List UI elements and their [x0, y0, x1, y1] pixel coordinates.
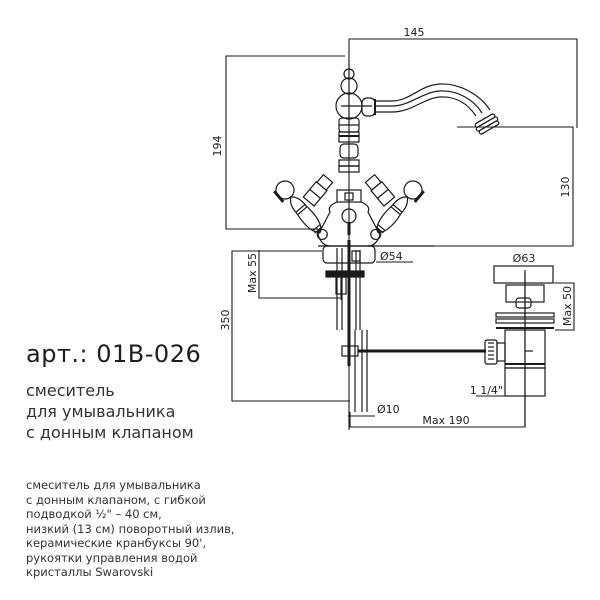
description-line: с донным клапаном, с гибкой [26, 492, 206, 507]
mounting-hardware [325, 240, 486, 412]
dim-max50-line [554, 282, 575, 331]
article-number: арт.: 01B-026 [26, 340, 202, 368]
dim-label-145: 145 [404, 26, 425, 39]
dim-label-d54: Ø54 [380, 250, 403, 263]
dim-label-max55: Max 55 [246, 253, 259, 293]
dim-label-194: 194 [211, 136, 224, 157]
description-line: рукоятки управления водой [26, 550, 198, 565]
description-line: керамические кранбуксы 90', [26, 536, 207, 550]
dim-145-line [348, 38, 578, 128]
dim-label-130: 130 [559, 177, 572, 198]
base-disc [318, 245, 434, 330]
right-handle [370, 180, 425, 241]
description-line: смеситель для умывальника [26, 478, 201, 492]
description-line: кристаллы Swarovski [26, 565, 154, 579]
product-subtitle: смеситель для умывальника с донным клапа… [26, 380, 194, 443]
description-line: подводкой ½" – 40 см, [26, 507, 162, 521]
drain-valve [484, 265, 555, 427]
dim-label-350: 350 [219, 310, 232, 331]
dim-label-max50: Max 50 [561, 286, 574, 326]
subtitle-line: смеситель [26, 381, 115, 400]
product-description: смеситель для умывальника с донным клапа… [26, 478, 235, 580]
dim-label-thread: 1 1/4" [470, 384, 503, 397]
valve-arms [302, 173, 396, 247]
dim-350-line [231, 250, 350, 402]
faucet-body [335, 60, 372, 430]
dim-label-d10: Ø10 [377, 403, 400, 416]
subtitle-line: с донным клапаном [26, 423, 194, 442]
faucet-spout [361, 83, 500, 135]
dim-130-line [434, 126, 574, 247]
dim-max55-line [258, 250, 340, 299]
dim-label-d63: Ø63 [513, 252, 536, 265]
dim-194-line [225, 55, 345, 230]
subtitle-line: для умывальника [26, 402, 176, 421]
description-line: низкий (13 см) поворотный излив, [26, 521, 235, 536]
left-handle [273, 180, 328, 241]
dim-label-max190: Max 190 [422, 414, 469, 427]
